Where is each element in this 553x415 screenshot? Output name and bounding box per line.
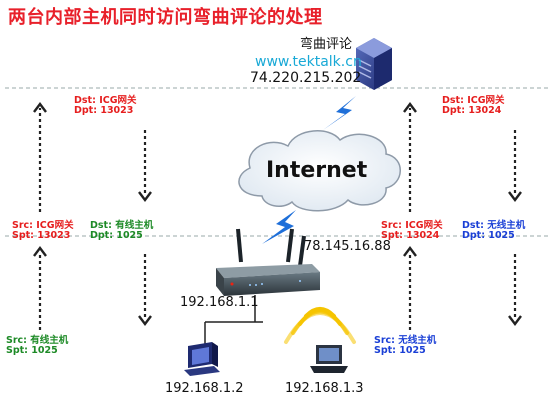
lightning-icon bbox=[262, 210, 296, 244]
wired-dst-icg-label: Dst: ICG网关 Dpt: 13023 bbox=[74, 95, 137, 117]
wireless-dst-host-label: Dst: 无线主机 Dpt: 1025 bbox=[462, 220, 526, 242]
arrowhead-down bbox=[138, 315, 152, 326]
page-title: 两台内部主机同时访问弯曲评论的处理 bbox=[8, 7, 323, 28]
cloud-label: Internet bbox=[266, 158, 368, 183]
server-icon bbox=[356, 38, 392, 90]
arrowhead-down bbox=[508, 191, 522, 202]
router-icon bbox=[216, 228, 320, 296]
wired-src-icg-line2: Spt: 13023 bbox=[12, 230, 71, 242]
arrowhead-down bbox=[508, 315, 522, 326]
internet-cloud bbox=[238, 130, 401, 212]
wired-dst-host-line1: Dst: 有线主机 bbox=[90, 220, 154, 231]
server-url: www.tektalk.cn bbox=[255, 54, 362, 70]
wired-src-icg-label: Src: ICG网关 Spt: 13023 bbox=[12, 220, 74, 242]
wireless-host-ip: 192.168.1.3 bbox=[285, 381, 364, 396]
wireless-dst-icg-line2: Dpt: 13024 bbox=[442, 105, 502, 117]
wired-dst-host-label: Dst: 有线主机 Dpt: 1025 bbox=[90, 220, 154, 242]
router-wan-ip: 78.145.16.88 bbox=[304, 239, 391, 254]
wireless-src-icg-line2: Spt: 13024 bbox=[381, 230, 440, 242]
wired-host-ip: 192.168.1.2 bbox=[165, 381, 244, 396]
arrowhead-up bbox=[403, 102, 417, 113]
arrowhead-up bbox=[33, 246, 47, 257]
wireless-dst-icg-line1: Dst: ICG网关 bbox=[442, 95, 505, 106]
wireless-src-icg-label: Src: ICG网关 Spt: 13024 bbox=[381, 220, 443, 242]
wired-src-icg-line1: Src: ICG网关 bbox=[12, 220, 74, 231]
desktop-pc-icon bbox=[184, 342, 220, 376]
wired-src-bottom-line1: Src: 有线主机 bbox=[6, 335, 69, 346]
wired-dst-host-line2: Dpt: 1025 bbox=[90, 230, 143, 242]
wireless-src-bottom-line2: Spt: 1025 bbox=[374, 345, 426, 357]
router-lan-ip: 192.168.1.1 bbox=[180, 295, 259, 310]
laptop-icon bbox=[310, 345, 348, 373]
wireless-dst-host-line1: Dst: 无线主机 bbox=[462, 220, 526, 231]
wired-dst-icg-line1: Dst: ICG网关 bbox=[74, 95, 137, 106]
wifi-signal-icon bbox=[284, 307, 356, 344]
wireless-src-icg-line1: Src: ICG网关 bbox=[381, 220, 443, 231]
arrowhead-up bbox=[33, 102, 47, 113]
wired-src-bottom-line2: Spt: 1025 bbox=[6, 345, 58, 357]
arrowhead-down bbox=[138, 191, 152, 202]
wired-src-bottom-label: Src: 有线主机 Spt: 1025 bbox=[6, 335, 69, 357]
wireless-dst-icg-label: Dst: ICG网关 Dpt: 13024 bbox=[442, 95, 505, 117]
server-name: 弯曲评论 bbox=[300, 37, 353, 52]
arrow-heads bbox=[33, 102, 522, 326]
flow-arrows bbox=[38, 108, 517, 330]
wired-dst-icg-line2: Dpt: 13023 bbox=[74, 105, 134, 117]
arrowhead-up bbox=[403, 246, 417, 257]
wireless-dst-host-line2: Dpt: 1025 bbox=[462, 230, 515, 242]
wireless-src-bottom-label: Src: 无线主机 Spt: 1025 bbox=[374, 335, 437, 357]
lightning-icon bbox=[323, 96, 356, 130]
wireless-src-bottom-line1: Src: 无线主机 bbox=[374, 335, 437, 346]
server-ip: 74.220.215.202 bbox=[250, 70, 362, 86]
